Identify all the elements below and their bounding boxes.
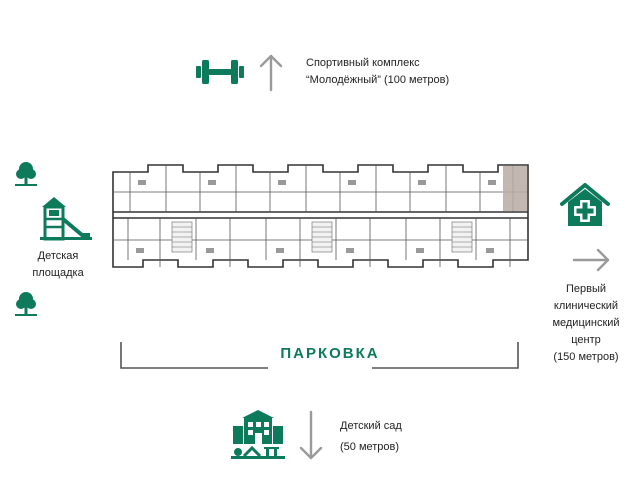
arrow-right-icon bbox=[572, 248, 610, 272]
kindergarten-distance: (50 метров) bbox=[340, 441, 400, 453]
playground-title-1: Детская bbox=[37, 250, 79, 262]
sports-complex-label: Спортивный комплекс “Молодёжный” (100 ме… bbox=[306, 55, 506, 89]
medical-center-line-5: (150 метров) bbox=[553, 351, 619, 363]
kindergarten-label: Детский сад (50 метров) bbox=[340, 418, 460, 456]
parking-label: ПАРКОВКА bbox=[280, 345, 380, 362]
medical-center-line-1: Первый bbox=[565, 283, 607, 295]
floor-plan bbox=[112, 164, 529, 268]
medical-center-label: Первый клинический медицинский центр (15… bbox=[538, 281, 634, 366]
playground-icon bbox=[40, 197, 92, 241]
tree-icon bbox=[15, 292, 37, 316]
highlighted-apartment bbox=[503, 166, 527, 211]
medical-center-line-4: центр bbox=[571, 334, 601, 346]
parking-bracket bbox=[120, 342, 519, 369]
sports-complex-title: Спортивный комплекс bbox=[306, 57, 420, 69]
medical-house-icon bbox=[560, 183, 610, 226]
tree-icon bbox=[15, 162, 37, 186]
building-outline bbox=[112, 164, 529, 268]
playground-title-2: площадка bbox=[32, 267, 84, 279]
medical-center-line-2: клинический bbox=[553, 300, 619, 312]
playground-label: Детская площадка bbox=[18, 248, 98, 282]
kindergarten-title: Детский сад bbox=[340, 420, 402, 432]
arrow-down-icon bbox=[299, 410, 323, 460]
sports-complex-distance: “Молодёжный” (100 метров) bbox=[306, 74, 450, 86]
medical-center-line-3: медицинский bbox=[552, 317, 620, 329]
kindergarten-icon bbox=[231, 410, 285, 459]
arrow-up-icon bbox=[259, 54, 283, 92]
dumbbell-icon bbox=[196, 60, 244, 84]
